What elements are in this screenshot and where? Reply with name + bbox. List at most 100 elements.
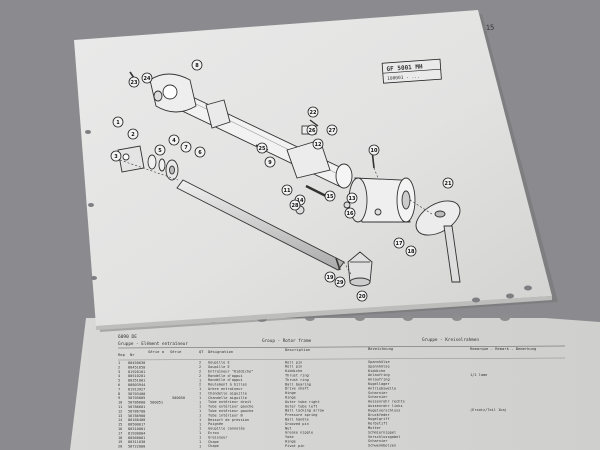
cell-qty: 1 [199, 444, 201, 448]
cell-no: 80351001 [128, 379, 145, 383]
group-right: Gruppe - Kreiselrahmen [422, 337, 479, 343]
col-designation: Désignation [208, 349, 233, 354]
callout-2: 2 [127, 128, 139, 140]
callout-11: 11 [281, 184, 293, 196]
cell-description: Hinge [285, 396, 296, 400]
callout-number: 24 [144, 76, 151, 82]
cell-no: 81913927 [128, 387, 145, 391]
cell-bezeichnung: Kugelgriff [368, 417, 390, 421]
callout-6: 6 [194, 146, 206, 158]
cell-bezeichnung: Anlaufring [368, 378, 390, 382]
callout-number: 23 [131, 80, 138, 86]
cell-qty: 1 [199, 422, 201, 426]
cell-rep: 16 [118, 427, 122, 431]
callout-21: 21 [442, 177, 454, 189]
cell-description: Thrust ring [285, 374, 309, 378]
page-number: 15 [486, 23, 495, 32]
cell-designation: Roulement à billes [208, 383, 247, 387]
cell-qty: 1 [199, 400, 201, 404]
yoke [149, 73, 231, 129]
cell-bezeichnung: Spannhülse [368, 364, 390, 368]
cell-bezeichnung: Aussenrohr rechts [368, 400, 405, 404]
cell-qty: 2 [199, 361, 201, 365]
cell-no: 80510201 [128, 374, 145, 378]
cell-no: 80560001 [128, 436, 145, 440]
cell-designation: Ecrou [208, 431, 219, 435]
cell-rep: 10 [118, 401, 122, 405]
cell-no: 58786900 [128, 414, 145, 418]
doc-code: 6090 DE [118, 334, 137, 340]
callout-18: 18 [405, 245, 417, 257]
cell-no: 80160400 [128, 418, 145, 422]
callout-number: 25 [259, 146, 266, 152]
callout-number: 6 [198, 150, 202, 156]
hub-flange [348, 177, 416, 223]
callout-number: 12 [315, 142, 322, 148]
cell-bezeichnung: Verschlussgabel [368, 435, 400, 439]
callout-26: 26 [306, 124, 318, 136]
cell-bezeichnung: Druckfeder [368, 413, 390, 417]
cell-rep: 2 [118, 365, 120, 369]
callout-number: 15 [327, 194, 334, 200]
cell-serie-to: 500050 [172, 396, 185, 400]
cell-bezeichnung: Kerbstift [368, 422, 387, 426]
cell-qty: 1 [199, 378, 201, 382]
cell-bezeichnung: Schmiernippel [368, 430, 396, 434]
col-rep: Rep [118, 352, 126, 357]
cell-rep: 18 [118, 436, 122, 440]
cell-rep: 3 [118, 370, 120, 374]
callout-number: 11 [284, 188, 291, 194]
cell-bezeichnung: Scharnier [368, 439, 388, 443]
cell-description: Roll pin [285, 360, 302, 364]
callout-number: 8 [195, 63, 199, 69]
exploded-drawing [117, 71, 461, 287]
callout-20: 20 [356, 290, 368, 302]
callout-5: 5 [154, 144, 166, 156]
cell-bezeichnung: Scharnier [368, 391, 388, 395]
cell-qty: 1 [199, 391, 201, 395]
callout-27: 27 [326, 124, 338, 136]
cell-description: Ball locking arrow [285, 409, 325, 413]
cell-designation: Chape [208, 444, 219, 448]
cell-bezeichnung: Antriebswelle [368, 386, 396, 390]
cell-no: 58786700 [128, 409, 145, 413]
callout-number: 3 [114, 154, 118, 160]
callout-3: 3 [110, 150, 122, 162]
cell-description: Outer tube right [285, 400, 320, 404]
col-bezeichnung: Bezeichnung [368, 346, 393, 351]
cell-no: 80310001 [128, 427, 145, 431]
callout-number: 13 [349, 196, 356, 202]
callout-17: 17 [393, 237, 405, 249]
bevel-gear [347, 251, 373, 287]
cell-bezeichnung: Scharnier [368, 395, 388, 399]
cell-designation: Tube extérieur droit [208, 400, 251, 404]
cell-bezeichnung: Kiddiche [368, 369, 385, 373]
cell-description: Thrust ring [285, 378, 309, 382]
callout-10: 10 [368, 144, 380, 156]
cell-no: 58722000 [128, 445, 145, 449]
cell-designation: Rondelle d'appui [208, 378, 243, 382]
cell-designation: Chandelle aiguille [208, 391, 247, 395]
col-remarks: Remarque - Remark - Bemerkung [470, 346, 536, 351]
cell-designation: Poignée [208, 422, 223, 426]
model-box: GF 5001 MH 100001 - ... [381, 58, 442, 84]
cell-rep: 1 [118, 361, 120, 365]
callout-29: 29 [334, 276, 346, 288]
cell-serie-from: 500051 [150, 400, 163, 404]
col-qty: QT [199, 349, 204, 354]
callout-number: 4 [172, 138, 176, 144]
callout-15: 15 [324, 190, 336, 202]
callout-8: 8 [191, 59, 203, 71]
cell-rep: 6 [118, 383, 120, 387]
cell-no: 58703400 [128, 392, 145, 396]
